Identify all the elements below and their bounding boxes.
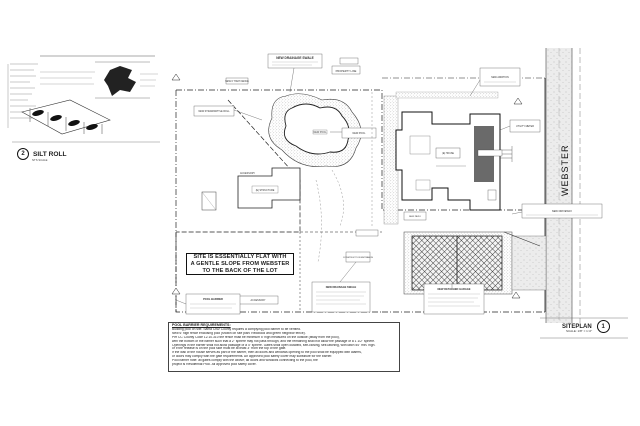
pool-barrier-line: Openings in the barrier shall not allow … <box>172 343 376 347</box>
svg-text:(E) STRUCTURE: (E) STRUCTURE <box>256 189 275 192</box>
pool-barrier-line: Per CC County Code 12.10.310 the fence m… <box>172 335 340 339</box>
pool-barrier-line: or if the release is on the pool side mu… <box>172 347 287 351</box>
sheet-title: SITEPLAN 1 <box>562 320 610 333</box>
callout-labels <box>175 53 603 315</box>
callout-construction-entrance: CONSTRUCTION ENTRANCE <box>343 256 374 259</box>
pool-barrier-line: project is Residential Pool. All approve… <box>172 363 257 367</box>
pool-barrier-line: or doors may comply with the gate requir… <box>172 355 333 359</box>
pool-barrier-line: Building pool on site. Santa Cruz County… <box>172 327 301 331</box>
pool-area: NEW POOL <box>268 93 362 167</box>
pool-barrier-line: Pool barrier note: all gates comply with… <box>172 359 318 363</box>
pool-barrier-requirements: POOL BARRIER REQUIREMENTS: Building pool… <box>168 322 400 372</box>
silt-roll-detail <box>7 55 160 143</box>
svg-text:ACCESSORY: ACCESSORY <box>240 172 255 175</box>
callout-accessory: ACCESSORY <box>251 299 266 302</box>
pool-barrier-title: POOL BARRIER REQUIREMENTS: <box>172 323 231 327</box>
callout-pool: NEW POOL <box>353 132 367 135</box>
callout-drainage-swale: NEW DRAINAGE SWALE <box>276 56 314 60</box>
svg-text:NEW POOL: NEW POOL <box>314 131 328 134</box>
callout-silt-roll: NEW STRAWWATTLE ROLL <box>198 110 230 113</box>
pool-barrier-line: New 6' high fence enclosing pool (shown … <box>172 331 306 335</box>
callout-patio: NEW PATIO <box>409 215 421 218</box>
callout-drainage-swale-2: NEW DRAINAGE SWALE <box>326 285 357 289</box>
callout-property-line: PROPERTY LINE <box>336 69 357 73</box>
revision-triangles <box>171 73 523 299</box>
site-note-line-3: TO THE BACK OF THE LOT <box>202 267 278 274</box>
callout-garage: NEW DETACHED GARAGE <box>437 287 470 291</box>
site-note-box: SITE IS ESSENTIALLY FLAT WITH A GENTLE S… <box>186 253 294 275</box>
detail-label: 2 SILT ROLL <box>17 148 67 160</box>
detail-number: 2 <box>17 148 29 160</box>
pool-barrier-line: with the bottom of the barrier such that… <box>172 339 376 343</box>
webster-street <box>545 48 581 323</box>
pool-basin <box>283 103 350 155</box>
callout-driveway: NEW DRIVEWAY <box>552 209 573 213</box>
detail-scale: NTS SCALE <box>32 158 48 162</box>
detail-title: SILT ROLL <box>33 150 67 158</box>
callout-utility: UTILITY METER <box>516 125 534 128</box>
sheet-title-text: SITEPLAN <box>562 323 592 330</box>
site-note-line-1: SITE IS ESSENTIALLY FLAT WITH <box>193 253 287 260</box>
new-garage <box>403 231 547 295</box>
callout-barrier: POOL BARRIER <box>203 297 223 301</box>
callout-fence: NEW 6' HIGH FENCE <box>225 80 249 83</box>
street-name-label: WEBSTER <box>560 144 570 196</box>
svg-text:(E) HOUSE: (E) HOUSE <box>442 153 454 155</box>
site-note-line-2: A GENTLE SLOPE FROM WEBSTER <box>190 260 290 267</box>
callout-addition: NEW ADDITION <box>491 76 509 79</box>
existing-structure: (E) STRUCTURE ACCESSORY <box>201 167 301 211</box>
sheet-number: 1 <box>596 320 610 333</box>
house: (E) HOUSE <box>395 111 513 211</box>
pool-barrier-line: If the wall of the house serves as part … <box>172 351 362 355</box>
sheet-scale: SCALE: 1/8" = 1'-0" <box>566 329 593 333</box>
fence-line <box>175 99 382 312</box>
